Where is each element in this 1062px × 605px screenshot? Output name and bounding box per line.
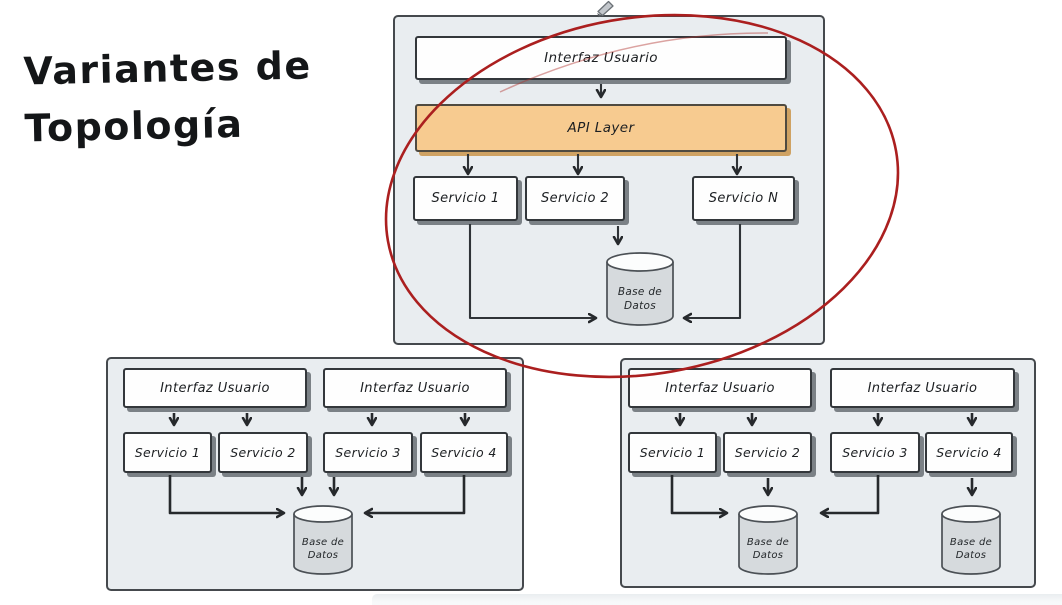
video-progress-bar[interactable] (372, 594, 1062, 605)
box-label: Interfaz Usuario (665, 380, 775, 396)
box-label: Servicio 1 (431, 191, 500, 206)
box-label: Interfaz Usuario (544, 50, 658, 66)
box-servicio-4: Servicio 4 (420, 432, 508, 473)
box-interfaz-usuario-2: Interfaz Usuario (323, 368, 507, 408)
box-servicio-3: Servicio 3 (830, 432, 920, 473)
box-label: Servicio 2 (540, 191, 610, 206)
database-label: Base de Datos (301, 537, 345, 561)
box-label: Servicio 3 (842, 445, 908, 460)
box-interfaz-usuario-1: Interfaz Usuario (628, 368, 812, 408)
slide-title: Variantes de Topología (22, 43, 313, 151)
box-label: Servicio 4 (431, 445, 497, 460)
panel-split-database-topology: Interfaz Usuario Interfaz Usuario Servic… (620, 358, 1036, 588)
box-servicio-2: Servicio 2 (723, 432, 812, 473)
box-api-layer: API Layer (415, 104, 787, 152)
box-interfaz-usuario: Interfaz Usuario (415, 36, 787, 80)
database-label: Base de Datos (746, 537, 790, 561)
box-servicio-3: Servicio 3 (323, 432, 413, 473)
box-interfaz-usuario-1: Interfaz Usuario (123, 368, 307, 408)
box-label: Interfaz Usuario (360, 380, 470, 396)
box-servicio-4: Servicio 4 (925, 432, 1013, 473)
box-interfaz-usuario-2: Interfaz Usuario (830, 368, 1015, 408)
box-servicio-n: Servicio N (692, 176, 795, 221)
box-servicio-2: Servicio 2 (525, 176, 625, 221)
box-label: Servicio 2 (230, 445, 296, 460)
box-servicio-1: Servicio 1 (413, 176, 518, 221)
box-label: API Layer (567, 120, 635, 136)
box-label: Servicio 4 (936, 445, 1002, 460)
box-label: Interfaz Usuario (160, 380, 270, 396)
box-servicio-1: Servicio 1 (123, 432, 212, 473)
pen-body (597, 0, 614, 17)
database-label: Base de Datos (617, 286, 663, 312)
box-label: Servicio 1 (639, 445, 706, 460)
box-label: Servicio 3 (335, 445, 401, 460)
database-label: Base de Datos (949, 537, 993, 561)
box-servicio-1: Servicio 1 (628, 432, 717, 473)
box-servicio-2: Servicio 2 (218, 432, 308, 473)
box-label: Servicio N (708, 191, 779, 206)
box-label: Interfaz Usuario (867, 380, 978, 396)
box-label: Servicio 1 (134, 445, 201, 460)
box-label: Servicio 2 (734, 445, 801, 460)
